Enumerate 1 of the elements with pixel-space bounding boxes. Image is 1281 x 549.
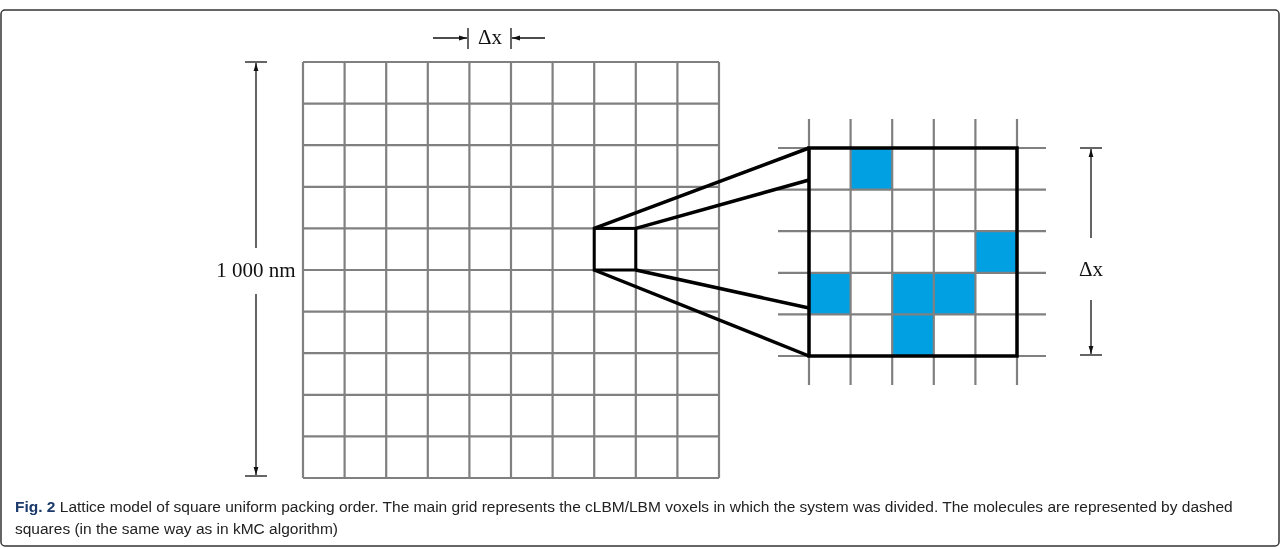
figure-caption: Fig. 2 Lattice model of square uniform packing order. The main grid represents the cLBM/LBM voxels in which the system was divided. The molecules are represented by dashed squares (in the same way as in kMC algorithm) xyxy=(15,497,1234,540)
